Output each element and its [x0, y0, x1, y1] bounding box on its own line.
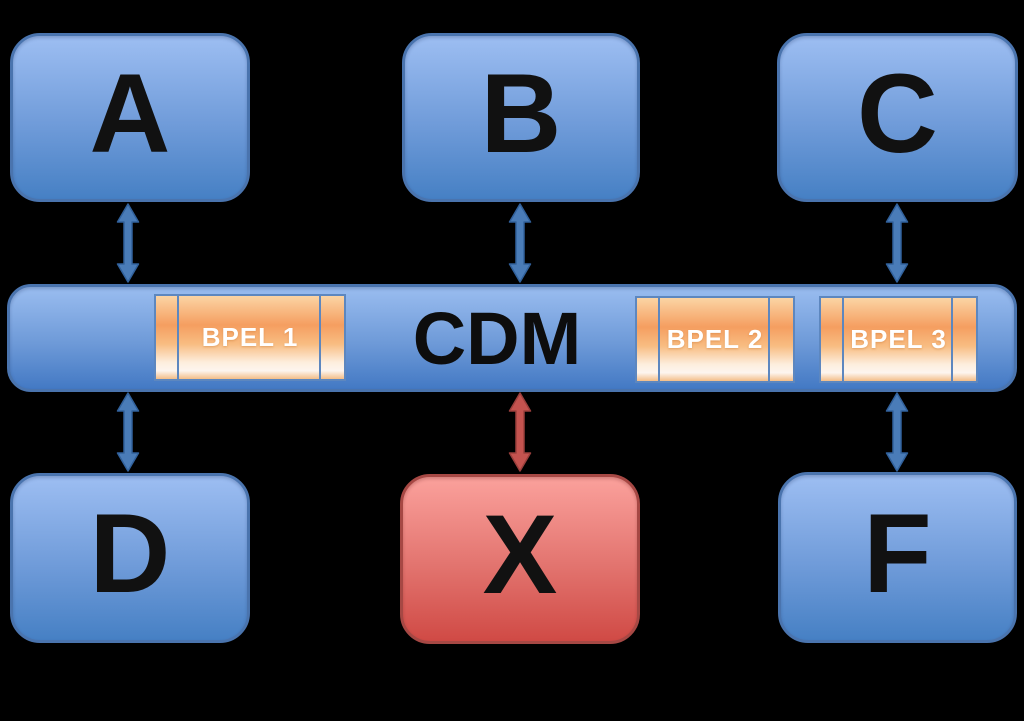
node-box-d: D	[10, 473, 250, 643]
bpel3-process-box: BPEL 3	[819, 296, 978, 383]
bpel1-process-box: BPEL 1	[154, 294, 346, 381]
bpel2-process-box: BPEL 2	[635, 296, 795, 383]
node-box-x: X	[400, 474, 640, 644]
node-label-d: D	[89, 491, 171, 616]
double-arrow-cdm-f-icon	[885, 392, 909, 472]
bpel3-right-divider	[951, 298, 953, 381]
node-box-c: C	[777, 33, 1018, 202]
bpel3-label: BPEL 3	[850, 324, 947, 354]
double-arrow-c-cdm-icon	[885, 203, 909, 283]
bpel1-left-divider	[177, 296, 179, 379]
node-label-x: X	[482, 492, 558, 617]
node-box-f: F	[778, 472, 1017, 643]
bpel2-right-divider	[768, 298, 770, 381]
bpel2-left-divider	[658, 298, 660, 381]
node-label-a: A	[89, 50, 171, 176]
bpel1-label: BPEL 1	[201, 322, 299, 352]
double-arrow-cdm-d-icon	[116, 392, 140, 472]
bpel1-right-divider	[319, 296, 321, 379]
bpel2-label: BPEL 2	[666, 324, 764, 354]
node-box-b: B	[402, 33, 640, 202]
double-arrow-b-cdm-icon	[508, 203, 532, 283]
node-box-a: A	[10, 33, 250, 202]
node-label-b: B	[480, 50, 562, 176]
node-label-c: C	[857, 50, 938, 176]
node-label-f: F	[863, 490, 932, 616]
bpel3-left-divider	[842, 298, 844, 381]
cdm-bus-label: CDM	[412, 297, 582, 380]
double-arrow-a-cdm-icon	[116, 203, 140, 283]
double-arrow-cdm-x-icon	[508, 392, 532, 472]
